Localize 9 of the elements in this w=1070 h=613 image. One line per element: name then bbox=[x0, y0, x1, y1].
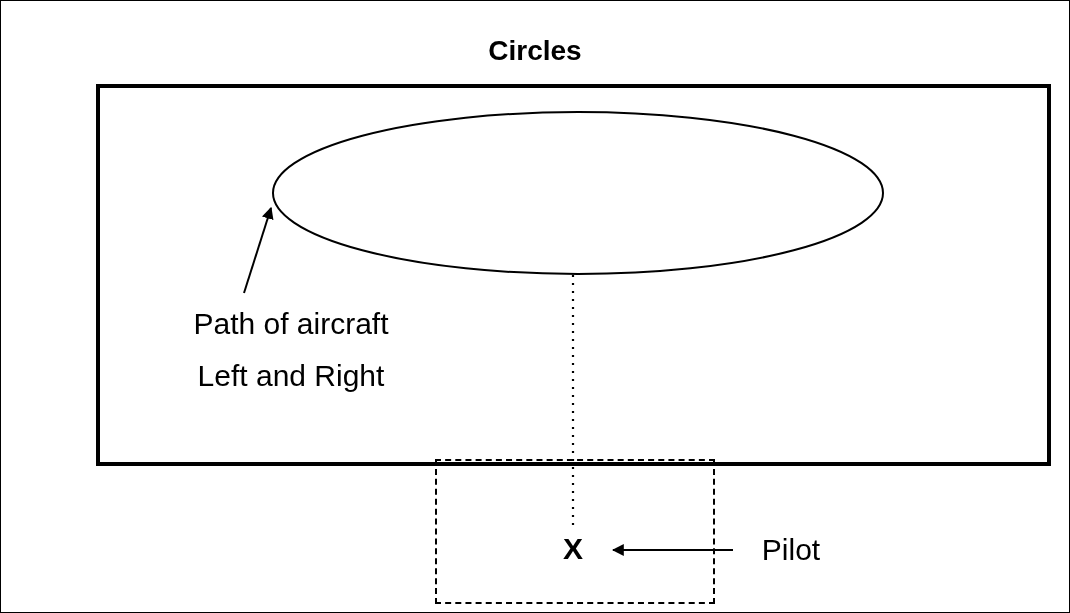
arrow bbox=[611, 544, 734, 556]
arrow bbox=[243, 206, 274, 294]
flight-path-ellipse bbox=[272, 111, 884, 275]
path-label: Path of aircraft Left and Right bbox=[192, 305, 390, 394]
dashed-box bbox=[435, 459, 715, 604]
area-rectangle bbox=[96, 84, 1051, 466]
pilot-position-mark: X bbox=[563, 530, 583, 567]
diagram-title: Circles bbox=[487, 35, 583, 67]
pilot-label: Pilot bbox=[761, 531, 821, 568]
